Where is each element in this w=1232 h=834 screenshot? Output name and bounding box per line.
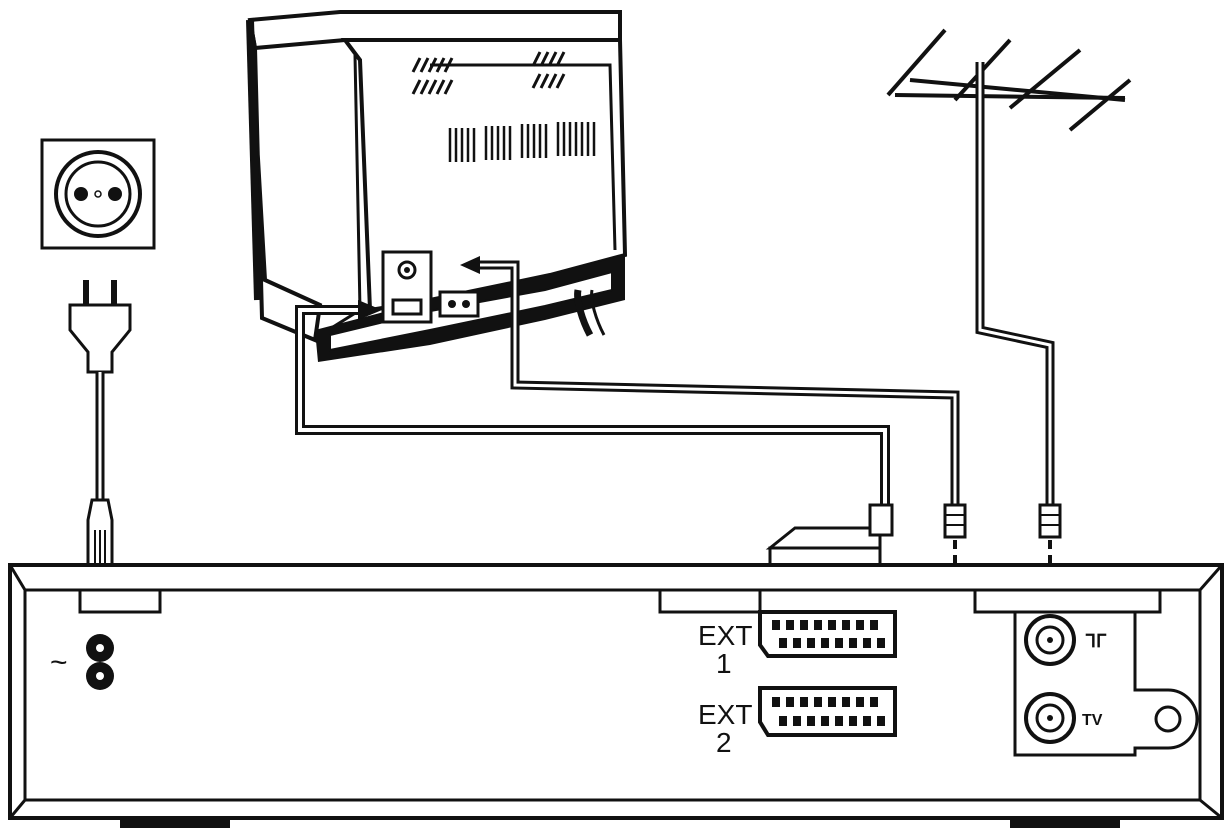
mains-symbol: ~ — [50, 646, 68, 679]
antenna-input-label: ᒣᒥ — [1085, 631, 1107, 651]
tv-output-socket — [1024, 692, 1076, 744]
ext2-scart-socket — [758, 686, 897, 737]
figure-eight-inlet-icon — [86, 634, 114, 690]
ext2-number: 2 — [716, 727, 732, 758]
wall-socket-icon — [40, 138, 156, 250]
rf-cable — [460, 256, 960, 505]
tv-output-label: TV — [1082, 712, 1103, 729]
ext2-label: EXT — [698, 699, 752, 730]
ext1-scart-socket — [758, 610, 897, 658]
ext1-label: EXT — [698, 620, 752, 651]
ext1-number: 1 — [716, 648, 732, 679]
power-plug-icon — [68, 280, 132, 374]
rf-plug — [943, 503, 967, 539]
scart-cable — [295, 300, 890, 508]
antenna-icon — [886, 28, 1132, 132]
antenna-plug — [1038, 503, 1062, 539]
antenna-cable — [975, 62, 1055, 505]
antenna-input-socket — [1024, 614, 1076, 666]
television-rear-icon — [246, 10, 628, 362]
